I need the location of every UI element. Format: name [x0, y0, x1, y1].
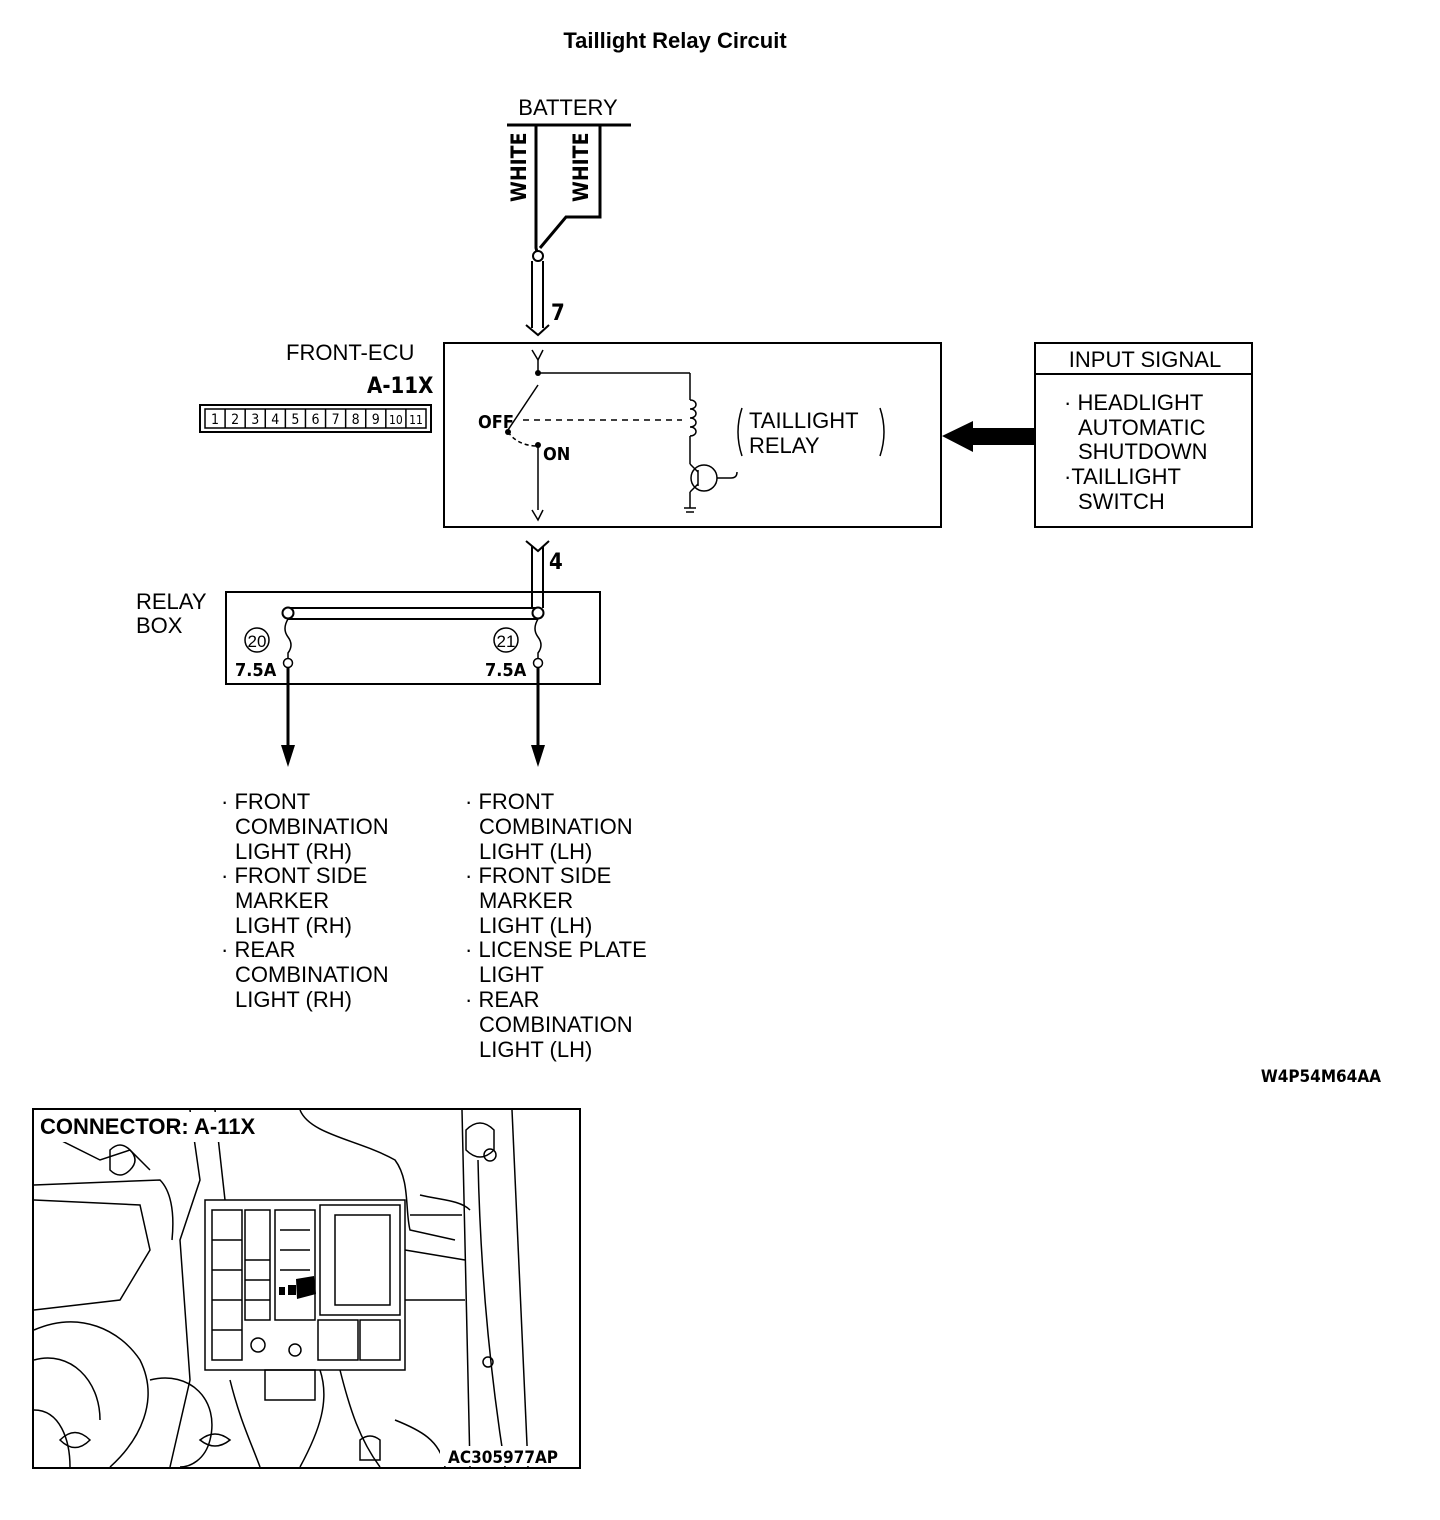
input-signal-line: AUTOMATIC	[1078, 415, 1206, 440]
fuse-21-number-circle	[493, 627, 519, 653]
fuse-21-terminal	[532, 657, 544, 669]
connector-pin-number: 8	[352, 412, 360, 428]
ecu-connector-id: A-11X	[367, 374, 433, 399]
load-item: · LICENSE PLATE	[465, 937, 647, 962]
wire-color-left: WHITE	[507, 133, 531, 202]
connector-pin-number: 3	[251, 412, 259, 428]
connector-photo-code-bg	[440, 1446, 576, 1466]
relay-label-paren-right	[879, 407, 885, 457]
load-item: LIGHT (LH)	[479, 1037, 592, 1062]
load-item: LIGHT (LH)	[479, 913, 592, 938]
ecu-output-arrow	[531, 509, 544, 522]
battery-label: BATTERY	[518, 95, 618, 120]
load-item: · REAR	[221, 937, 296, 962]
relay-label-paren-left	[737, 407, 743, 457]
front-ecu-box	[443, 342, 942, 528]
connector-photo-label: CONNECTOR: A-11X	[40, 1114, 255, 1139]
fuse-20-rating: 7.5A	[235, 660, 277, 681]
switch-on-path	[507, 431, 539, 447]
connector-pin-number: 6	[311, 412, 319, 428]
fuse-21-number: 21	[497, 632, 516, 651]
ecu-input-arrow	[531, 349, 544, 362]
input-signal-arrow	[942, 421, 1035, 452]
load-item: · FRONT SIDE	[465, 863, 611, 888]
relay-box-label-line2: BOX	[136, 613, 183, 638]
output-arrow-rh	[281, 745, 295, 767]
connector-pin-number: 1	[211, 412, 219, 428]
input-signal-line: SHUTDOWN	[1078, 439, 1208, 464]
relay-box	[225, 591, 601, 685]
load-item: · FRONT	[221, 789, 310, 814]
load-item: · FRONT	[465, 789, 554, 814]
input-signal-line: ·TAILLIGHT	[1064, 464, 1181, 489]
wire-color-right: WHITE	[569, 133, 593, 202]
fuse-20-number-circle	[244, 627, 270, 653]
relay-box-label-line1: RELAY	[136, 589, 207, 614]
connector-pin-number: 9	[372, 412, 380, 428]
relay-label-line2: RELAY	[749, 433, 820, 458]
relay-switch-blade	[507, 384, 539, 431]
load-item: COMBINATION	[479, 1012, 633, 1037]
relay-label-line1: TAILLIGHT	[749, 408, 859, 433]
battery-wire-bundle	[534, 125, 540, 257]
connector-mark-4	[525, 540, 550, 553]
load-item: · FRONT SIDE	[221, 863, 367, 888]
load-item: LIGHT	[479, 962, 544, 987]
input-signal-line: · HEADLIGHT	[1064, 390, 1203, 415]
connector-pin-number: 10	[389, 413, 403, 427]
terminal-7-label: 7	[551, 301, 565, 326]
battery-wire-right	[538, 125, 602, 249]
diagram-code: W4P54M64AA	[1261, 1067, 1381, 1087]
input-signal-line: SWITCH	[1078, 489, 1165, 514]
load-item: · REAR	[465, 987, 540, 1012]
bus-node-right	[531, 606, 545, 620]
output-arrow-lh	[531, 745, 545, 767]
input-signal-header: INPUT SIGNAL	[1069, 347, 1221, 372]
connector-pin-number: 2	[231, 412, 239, 428]
connector-pin-number: 11	[409, 413, 423, 427]
loads-list-lh: · FRONT COMBINATION LIGHT (LH) · FRONT S…	[465, 789, 647, 1062]
connector-mark-7	[525, 324, 550, 337]
load-item: LIGHT (LH)	[479, 839, 592, 864]
connector-photo-code: AC305977AP	[448, 1448, 558, 1468]
load-item: MARKER	[235, 888, 329, 913]
connector-pin-number: 4	[271, 412, 279, 428]
switch-on-label: ON	[543, 444, 570, 465]
terminal-4-label: 4	[549, 550, 563, 575]
connector-location-illustration: CONNECTOR: A-11X AC305977AP	[32, 1108, 581, 1469]
switch-off-label: OFF	[478, 412, 514, 433]
fuse-20-element	[284, 618, 292, 658]
loads-list-rh: · FRONT COMBINATION LIGHT (RH) · FRONT S…	[221, 789, 389, 1012]
connector-pin-number: 5	[291, 412, 299, 428]
fuse-20-terminal	[282, 657, 294, 669]
connector-pin-number: 7	[332, 412, 340, 428]
relay-transistor	[684, 463, 738, 513]
load-item: COMBINATION	[235, 814, 389, 839]
load-item: COMBINATION	[235, 962, 389, 987]
load-item: MARKER	[479, 888, 573, 913]
junction-battery	[532, 250, 544, 262]
connector-photo-label-bg	[36, 1112, 294, 1142]
connector-pointer-arrow	[279, 1276, 316, 1299]
relay-coil	[689, 399, 697, 437]
load-item: LIGHT (RH)	[235, 839, 352, 864]
fuse-20-number: 20	[248, 632, 267, 651]
ecu-name: FRONT-ECU	[286, 340, 414, 365]
fuse-21-element	[534, 618, 542, 658]
load-item: LIGHT (RH)	[235, 913, 352, 938]
load-item: LIGHT (RH)	[235, 987, 352, 1012]
bus-node-left	[281, 606, 295, 620]
load-item: COMBINATION	[479, 814, 633, 839]
diagram-title: Taillight Relay Circuit	[563, 28, 787, 53]
fuse-21-rating: 7.5A	[485, 660, 527, 681]
